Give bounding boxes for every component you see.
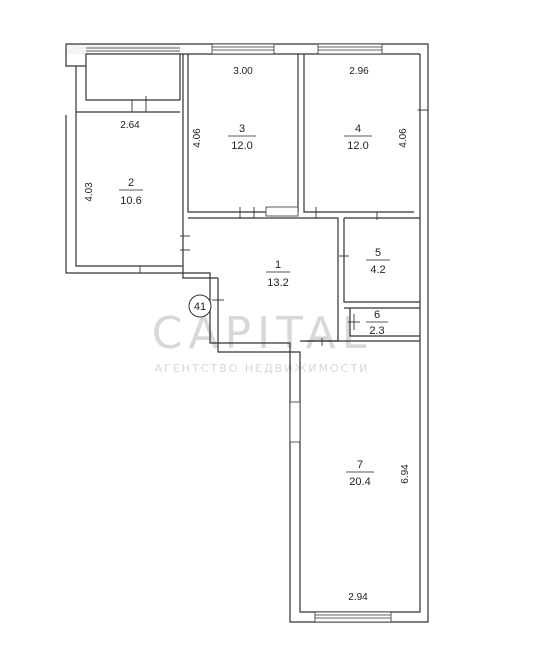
dim-room7-height: 6.94 (400, 464, 411, 484)
room-6-area: 2.3 (369, 325, 384, 337)
room-7-number: 7 (357, 459, 363, 471)
room-4-number: 4 (355, 123, 361, 135)
dim-room3-height: 4.06 (192, 128, 203, 148)
apartment-number: 41 (194, 301, 206, 313)
window-room7-side (289, 401, 301, 443)
dimension-labels: 2.64 4.03 3.00 4.06 2.96 4.06 2.94 6.94 (84, 66, 411, 603)
apartment-marker: 41 (188, 294, 212, 318)
room-2-number: 2 (128, 177, 134, 189)
room-1-area: 13.2 (267, 277, 288, 289)
watermark-sub: АГЕНТСТВО НЕДВИЖИМОСТИ (155, 362, 370, 375)
window-room3 (211, 43, 275, 55)
window-room4 (317, 43, 383, 55)
dim-room4-height: 4.06 (398, 128, 409, 148)
window-room7 (314, 611, 392, 623)
room-3-area: 12.0 (231, 140, 252, 152)
watermark: CAPITAL АГЕНТСТВО НЕДВИЖИМОСТИ (152, 308, 372, 375)
room-labels: 1 13.2 2 10.6 3 12.0 4 12.0 5 4.2 6 2.3 … (119, 123, 390, 488)
watermark-main: CAPITAL (152, 308, 372, 359)
room-2-area: 10.6 (120, 195, 141, 207)
doors (131, 96, 378, 346)
room-7-area: 20.4 (349, 476, 370, 488)
room-4-area: 12.0 (347, 140, 368, 152)
room-3-number: 3 (239, 123, 245, 135)
room-5-number: 5 (375, 247, 381, 259)
room-5-area: 4.2 (370, 264, 385, 276)
dim-room7-width: 2.94 (348, 592, 368, 603)
room-6-number: 6 (374, 309, 380, 321)
dim-room4-width: 2.96 (349, 66, 369, 77)
windows (211, 43, 429, 623)
dim-room2-height: 4.03 (84, 182, 95, 202)
room-1-number: 1 (275, 259, 281, 271)
balcony (65, 43, 180, 115)
dim-room2-width: 2.64 (120, 120, 140, 131)
dim-room3-width: 3.00 (233, 66, 253, 77)
